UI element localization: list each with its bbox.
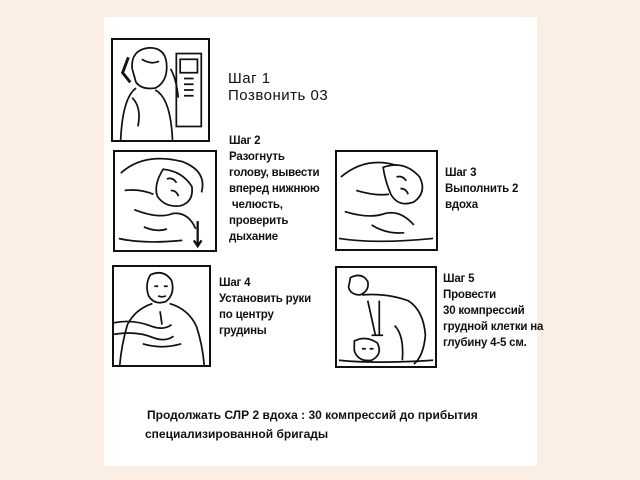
step5-line-2: 30 компрессий: [443, 305, 525, 317]
head-tilt-icon: [118, 157, 204, 249]
step4-illustration: [112, 265, 211, 367]
step2-line-4: челюсть,: [232, 199, 283, 211]
step2-line-3: вперед нижнюю: [229, 183, 320, 195]
step4-line-1: Установить руки: [219, 293, 311, 305]
footer-note: Продолжать СЛР 2 вдоха : 30 компрессий д…: [145, 406, 527, 444]
step2-line-1: Разогнуть: [229, 151, 285, 163]
step3-line-2: вдоха: [445, 199, 478, 211]
phone-call-icon: [119, 46, 203, 140]
step5-caption: Шаг 5 Провести 30 компрессий грудной кле…: [443, 271, 543, 351]
step5-illustration: [335, 266, 437, 368]
step2-title: Шаг 2: [229, 135, 261, 147]
step4-title: Шаг 4: [219, 277, 251, 289]
step5-title: Шаг 5: [443, 273, 475, 285]
footer-line-2: специализированной бригады: [145, 427, 329, 441]
step2-line-6: дыхание: [229, 231, 278, 243]
step3-line-1: Выполнить 2: [445, 183, 519, 195]
step3-illustration: [335, 150, 438, 251]
chest-compression-icon: [338, 274, 434, 365]
step5-line-1: Провести: [443, 289, 496, 301]
step4-caption: Шаг 4 Установить руки по центру грудины: [219, 275, 311, 339]
step1-caption: Шаг 1 Позвонить 03: [228, 70, 328, 104]
footer-line-1: Продолжать СЛР 2 вдоха : 30 компрессий д…: [147, 408, 478, 422]
step5-line-4: глубину 4-5 см.: [443, 337, 527, 349]
step4-line-2: по центру: [219, 309, 274, 321]
step3-title: Шаг 3: [445, 167, 477, 179]
step3-caption: Шаг 3 Выполнить 2 вдоха: [445, 165, 518, 213]
step4-line-3: грудины: [219, 325, 267, 337]
step2-line-5: проверить: [229, 215, 289, 227]
step1-text: Позвонить 03: [228, 87, 329, 104]
step5-line-3: грудной клетки на: [443, 321, 544, 333]
step1-illustration: [111, 38, 210, 142]
step2-line-2: голову, вывести: [229, 167, 320, 179]
step2-caption: Шаг 2 Разогнуть голову, вывести вперед н…: [229, 133, 320, 245]
step1-title: Шаг 1: [228, 70, 271, 87]
rescue-breath-icon: [338, 161, 434, 243]
step2-illustration: [113, 150, 217, 252]
hand-position-icon: [114, 271, 206, 365]
